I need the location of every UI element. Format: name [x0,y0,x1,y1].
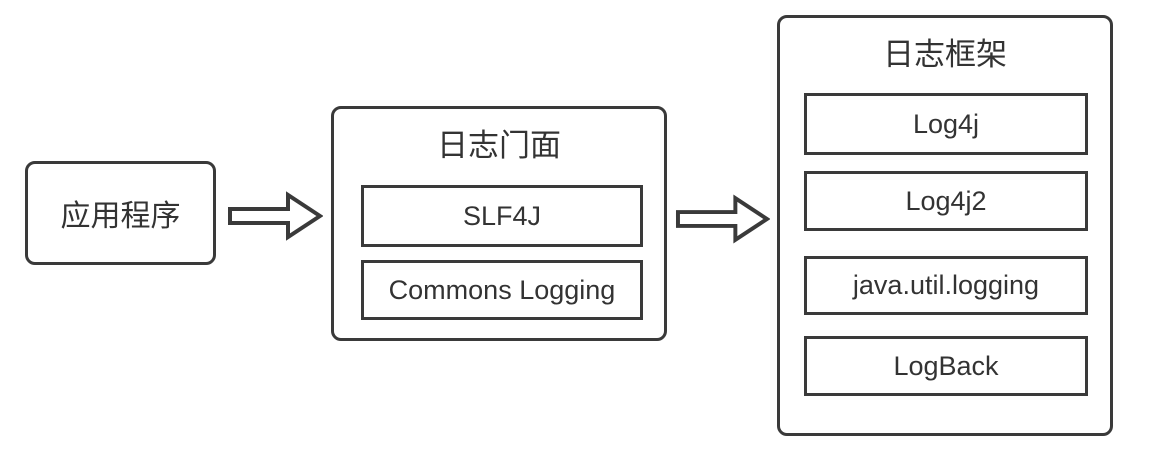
facade-item-label: SLF4J [462,200,542,231]
framework-item-log4j: Log4j [804,93,1088,155]
framework-group-title: 日志框架 [883,37,1007,72]
framework-group-box: 日志框架 Log4j Log4j2 java.util.logging LogB… [777,15,1113,436]
facade-item-slf4j: SLF4J [361,185,643,247]
facade-item-commons-logging: Commons Logging [361,260,643,320]
facade-group-title: 日志门面 [437,128,561,163]
arrow-facade-to-framework-icon [675,194,770,244]
framework-item-label: Log4j2 [905,185,987,216]
framework-item-java-util-logging: java.util.logging [804,256,1088,315]
application-label: 应用程序 [60,200,181,233]
framework-item-label: Log4j [912,108,980,139]
facade-group-box: 日志门面 SLF4J Commons Logging [331,106,667,341]
arrow-app-to-facade-icon [228,191,323,241]
framework-item-logback: LogBack [804,336,1088,396]
framework-item-log4j2: Log4j2 [804,171,1088,231]
application-box: 应用程序 [25,161,216,265]
facade-item-label: Commons Logging [388,274,616,305]
framework-item-label: java.util.logging [852,270,1040,300]
framework-item-label: LogBack [893,350,999,381]
